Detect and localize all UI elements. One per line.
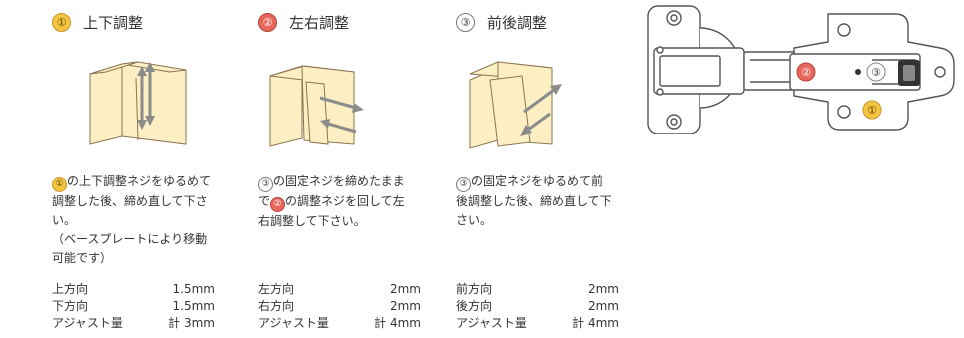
step-number-badge: ③ xyxy=(456,13,475,32)
depth-adjust-diagram xyxy=(469,61,562,149)
step-number-badge: ① xyxy=(52,177,67,192)
hinge-diagram: ② ③ ① xyxy=(647,5,955,134)
heading-horizontal-adjust: ② 左右調整 xyxy=(258,12,349,33)
horizontal-adjust-diagram xyxy=(269,65,364,147)
spec-row: アジャスト量計 4mm xyxy=(456,316,619,330)
step-number-badge: ② xyxy=(270,197,286,212)
instruction-note: （ベースプレートにより移動可能です） xyxy=(52,232,208,265)
hinge-label-2: ② xyxy=(801,66,811,79)
step-number-badge: ③ xyxy=(258,177,273,192)
hinge-label-1: ① xyxy=(867,104,877,117)
step-number-badge: ① xyxy=(52,13,71,32)
hinge-screw-1-marker xyxy=(862,100,882,120)
heading-title: 前後調整 xyxy=(487,14,548,32)
heading-vertical-adjust: ① 上下調整 xyxy=(52,12,143,33)
spec-row: アジャスト量計 3mm xyxy=(52,316,215,330)
spec-row: アジャスト量計 4mm xyxy=(258,316,421,330)
hinge-screw-2-marker xyxy=(796,62,816,82)
heading-title: 左右調整 xyxy=(289,14,350,32)
vertical-adjust-diagram xyxy=(89,61,187,145)
step-number-badge: ③ xyxy=(456,177,471,192)
heading-title: 上下調整 xyxy=(83,14,144,32)
heading-depth-adjust: ③ 前後調整 xyxy=(456,12,547,33)
hinge-screw-3-marker xyxy=(866,62,886,82)
step-number-badge: ② xyxy=(258,13,277,32)
hinge-label-3: ③ xyxy=(871,66,881,79)
